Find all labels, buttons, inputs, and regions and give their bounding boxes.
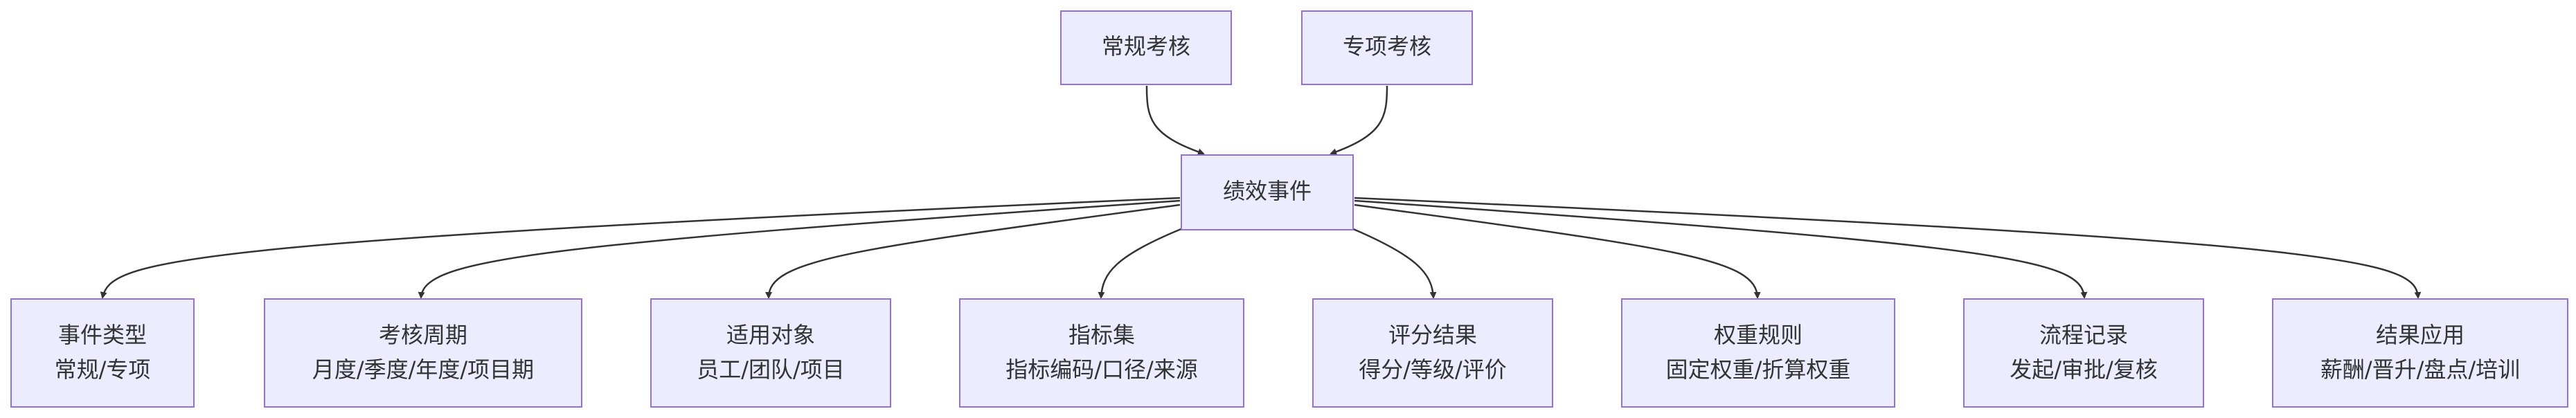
node-cycle-title: 考核周期 [379, 322, 467, 348]
node-weight-detail: 固定权重/折算权重 [1666, 356, 1851, 383]
edge-event-to-type [100, 197, 1181, 299]
node-indicator-title: 指标集 [1068, 322, 1135, 348]
node-application-detail: 薪酬/晋升/盘点/培训 [2320, 356, 2520, 383]
node-regular: 常规考核 [1060, 10, 1232, 85]
node-event: 绩效事件 [1181, 154, 1354, 230]
edge-event-to-cycle [418, 199, 1181, 299]
node-cycle-detail: 月度/季度/年度/项目期 [312, 356, 534, 383]
node-indicator: 指标集 指标编码/口径/来源 [959, 298, 1244, 408]
node-event-label: 绩效事件 [1223, 178, 1312, 204]
node-indicator-detail: 指标编码/口径/来源 [1005, 356, 1198, 383]
edge-regular-to-event [1145, 85, 1205, 156]
node-cycle: 考核周期 月度/季度/年度/项目期 [264, 298, 582, 408]
edge-event-to-application [1354, 197, 2422, 299]
node-application-title: 结果应用 [2376, 322, 2465, 348]
node-regular-label: 常规考核 [1102, 33, 1190, 60]
node-target-title: 适用对象 [726, 322, 815, 348]
node-result-detail: 得分/等级/评价 [1359, 356, 1507, 383]
edge-event-to-result [1351, 227, 1437, 299]
node-type-detail: 常规/专项 [55, 356, 151, 383]
node-type-title: 事件类型 [58, 322, 147, 348]
edge-event-to-indicator [1098, 227, 1183, 299]
node-target-detail: 员工/团队/项目 [697, 356, 845, 383]
node-process-detail: 发起/审批/复核 [2010, 356, 2158, 383]
node-process-title: 流程记录 [2039, 322, 2128, 348]
edge-event-to-process [1354, 199, 2088, 299]
node-process: 流程记录 发起/审批/复核 [1963, 298, 2204, 408]
edge-special-to-event [1330, 85, 1388, 156]
node-weight: 权重规则 固定权重/折算权重 [1621, 298, 1895, 408]
node-special-label: 专项考核 [1343, 33, 1431, 60]
node-type: 事件类型 常规/专项 [10, 298, 195, 408]
node-result: 评分结果 得分/等级/评价 [1312, 298, 1553, 408]
edge-event-to-target [765, 203, 1181, 299]
node-weight-title: 权重规则 [1714, 322, 1803, 348]
node-special: 专项考核 [1301, 10, 1473, 85]
node-application: 结果应用 薪酬/晋升/盘点/培训 [2272, 298, 2568, 408]
node-target: 适用对象 员工/团队/项目 [650, 298, 891, 408]
edge-event-to-weight [1354, 203, 1761, 299]
node-result-title: 评分结果 [1388, 322, 1477, 348]
